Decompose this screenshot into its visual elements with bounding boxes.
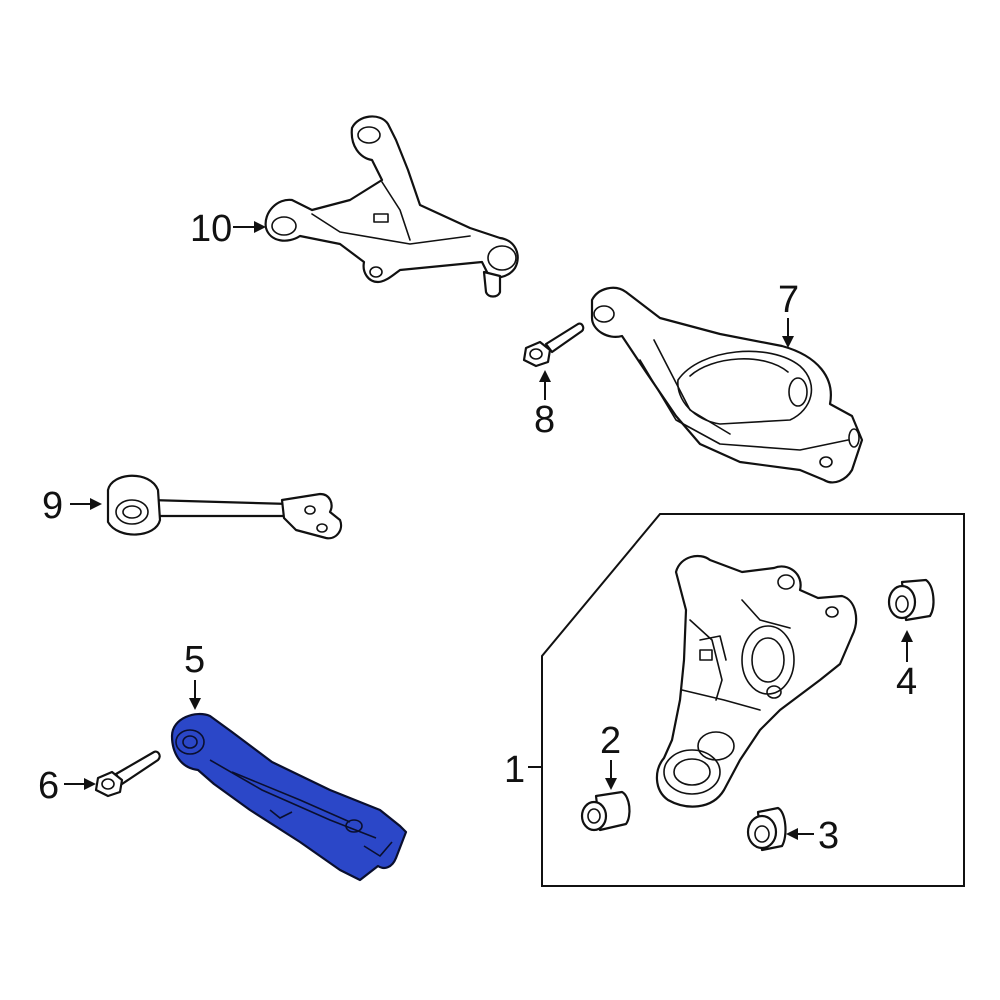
part-2-bushing[interactable] [580,790,631,832]
part-10-upper-control-arm[interactable] [264,115,519,298]
callout-2: 2 [600,720,621,790]
part-7-lower-control-arm[interactable] [590,286,864,484]
callout-6-label: 6 [38,765,59,807]
callout-5-label: 5 [184,639,205,681]
callout-3: 3 [786,815,839,857]
callout-8: 8 [534,370,555,441]
part-1-knuckle[interactable] [655,554,858,808]
part-5-trailing-arm-highlighted[interactable] [170,712,408,882]
callout-7-label: 7 [778,279,799,321]
part-4-bushing[interactable] [887,578,935,622]
part-6-bolt[interactable] [94,750,161,798]
part-3-bushing[interactable] [746,806,787,852]
callout-4: 4 [896,630,917,703]
callout-10-label: 10 [190,208,232,250]
callout-5: 5 [184,639,205,710]
part-9-toe-link[interactable] [106,474,343,540]
part-1-knuckle-frame [541,513,965,887]
callout-3-label: 3 [818,815,839,857]
callout-4-label: 4 [896,661,917,703]
callout-1-label: 1 [504,749,525,791]
part-8-bolt[interactable] [522,322,585,368]
callout-6: 6 [38,765,96,807]
callout-2-label: 2 [600,720,621,762]
callout-7: 7 [778,279,799,348]
callout-10: 10 [190,208,266,250]
callout-9-label: 9 [42,485,63,527]
callout-8-label: 8 [534,399,555,441]
callout-9: 9 [42,485,102,527]
callout-1: 1 [504,749,542,791]
